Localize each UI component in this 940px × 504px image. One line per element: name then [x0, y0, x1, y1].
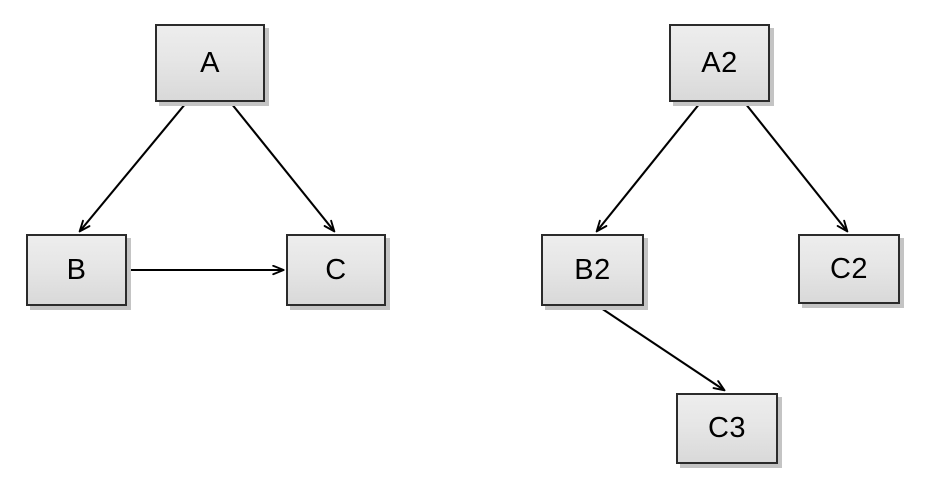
node-c2-label: C2: [829, 252, 869, 285]
edge-a2-to-b2[interactable]: [595, 102, 701, 233]
node-a-label: A: [200, 46, 220, 79]
node-b2[interactable]: B2: [541, 234, 644, 306]
edge-a2-to-c2[interactable]: [744, 102, 849, 233]
node-a2[interactable]: A2: [669, 24, 770, 102]
node-c[interactable]: C: [286, 234, 386, 306]
node-a[interactable]: A: [155, 24, 265, 102]
node-c3-label: C3: [707, 412, 747, 444]
node-b[interactable]: B: [26, 234, 127, 306]
edge-a-to-c[interactable]: [230, 102, 336, 233]
node-c3[interactable]: C3: [676, 393, 778, 464]
edge-b2-to-c3[interactable]: [597, 305, 726, 392]
node-a2-label: A2: [701, 46, 738, 79]
node-c2[interactable]: C2: [798, 234, 900, 304]
node-b-label: B: [66, 253, 87, 286]
edge-a-to-b[interactable]: [78, 102, 187, 233]
node-b2-label: B2: [574, 253, 611, 286]
node-c-label: C: [325, 253, 347, 286]
